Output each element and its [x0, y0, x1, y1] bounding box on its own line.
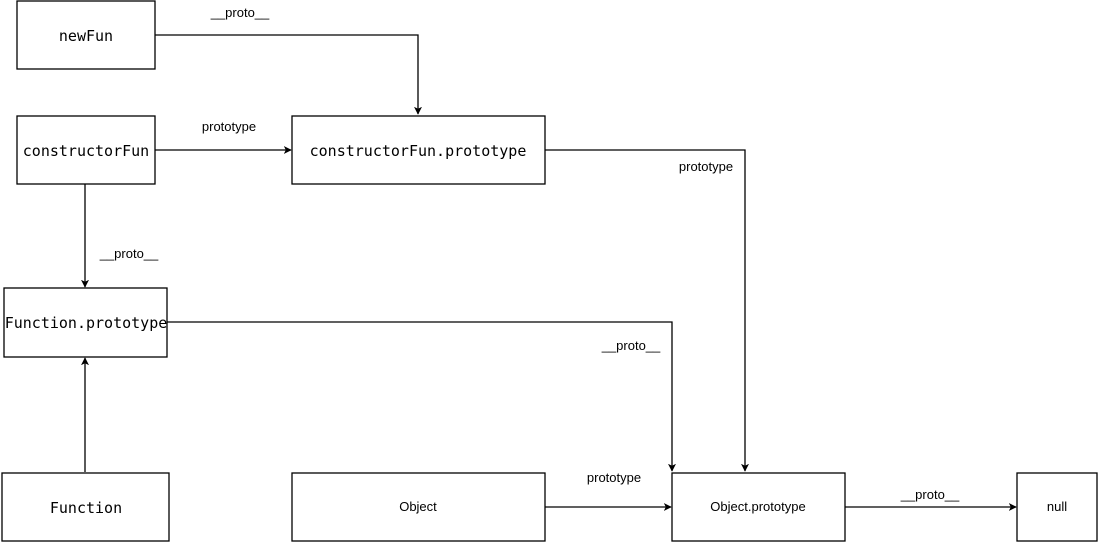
node-function-label: Function [50, 499, 122, 517]
node-newfun: newFun [16, 0, 156, 70]
edge-label-object-prototype-proto: __proto__ [900, 487, 960, 502]
node-object-prototype: Object.prototype [671, 472, 846, 542]
node-object: Object [291, 472, 546, 542]
node-object-prototype-label: Object.prototype [710, 499, 805, 514]
edge-newfun-to-constructorfun-prototype [155, 34, 422, 115]
edge-label-function-prototype-proto: __proto__ [601, 338, 661, 353]
node-newfun-label: newFun [59, 27, 113, 45]
node-constructorfun-prototype: constructorFun.prototype [291, 115, 546, 185]
edge-label-object-prototype: prototype [587, 470, 641, 485]
node-constructorfun-label: constructorFun [23, 142, 149, 160]
node-function-prototype: Function.prototype [3, 287, 168, 358]
node-function: Function [1, 472, 170, 542]
node-null: null [1016, 472, 1098, 542]
edge-label-newfun-proto: __proto__ [210, 5, 270, 20]
edge-label-constructorfun-prototype: prototype [202, 119, 256, 134]
edge-constructorfun-prototype-to-object-prototype [545, 149, 749, 472]
node-function-prototype-label: Function.prototype [5, 314, 168, 332]
node-constructorfun-prototype-label: constructorFun.prototype [310, 142, 527, 160]
node-constructorfun: constructorFun [16, 115, 156, 185]
edge-label-constructorfun-prototype-prototype: prototype [679, 159, 733, 174]
edge-function-prototype-to-object-prototype [167, 321, 676, 472]
node-object-label: Object [399, 499, 437, 514]
node-null-label: null [1047, 499, 1067, 514]
edge-label-constructorfun-proto: __proto__ [99, 246, 159, 261]
